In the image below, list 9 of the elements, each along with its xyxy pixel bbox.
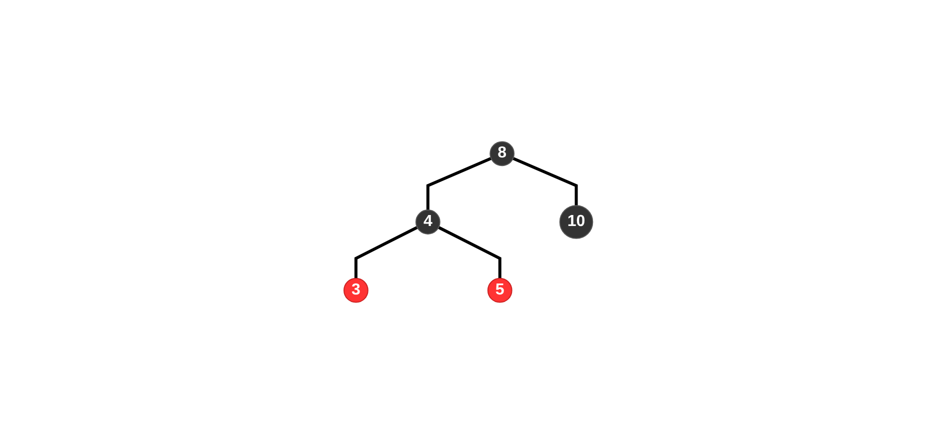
connector <box>354 226 418 278</box>
connector <box>426 157 492 210</box>
connector <box>512 157 578 206</box>
node-circle: 10 <box>559 205 593 239</box>
connector <box>438 226 502 278</box>
node-circle: 5 <box>487 278 512 303</box>
node-circle: 3 <box>343 278 368 303</box>
node-circle: 8 <box>489 141 514 166</box>
node-circle: 4 <box>415 210 440 234</box>
